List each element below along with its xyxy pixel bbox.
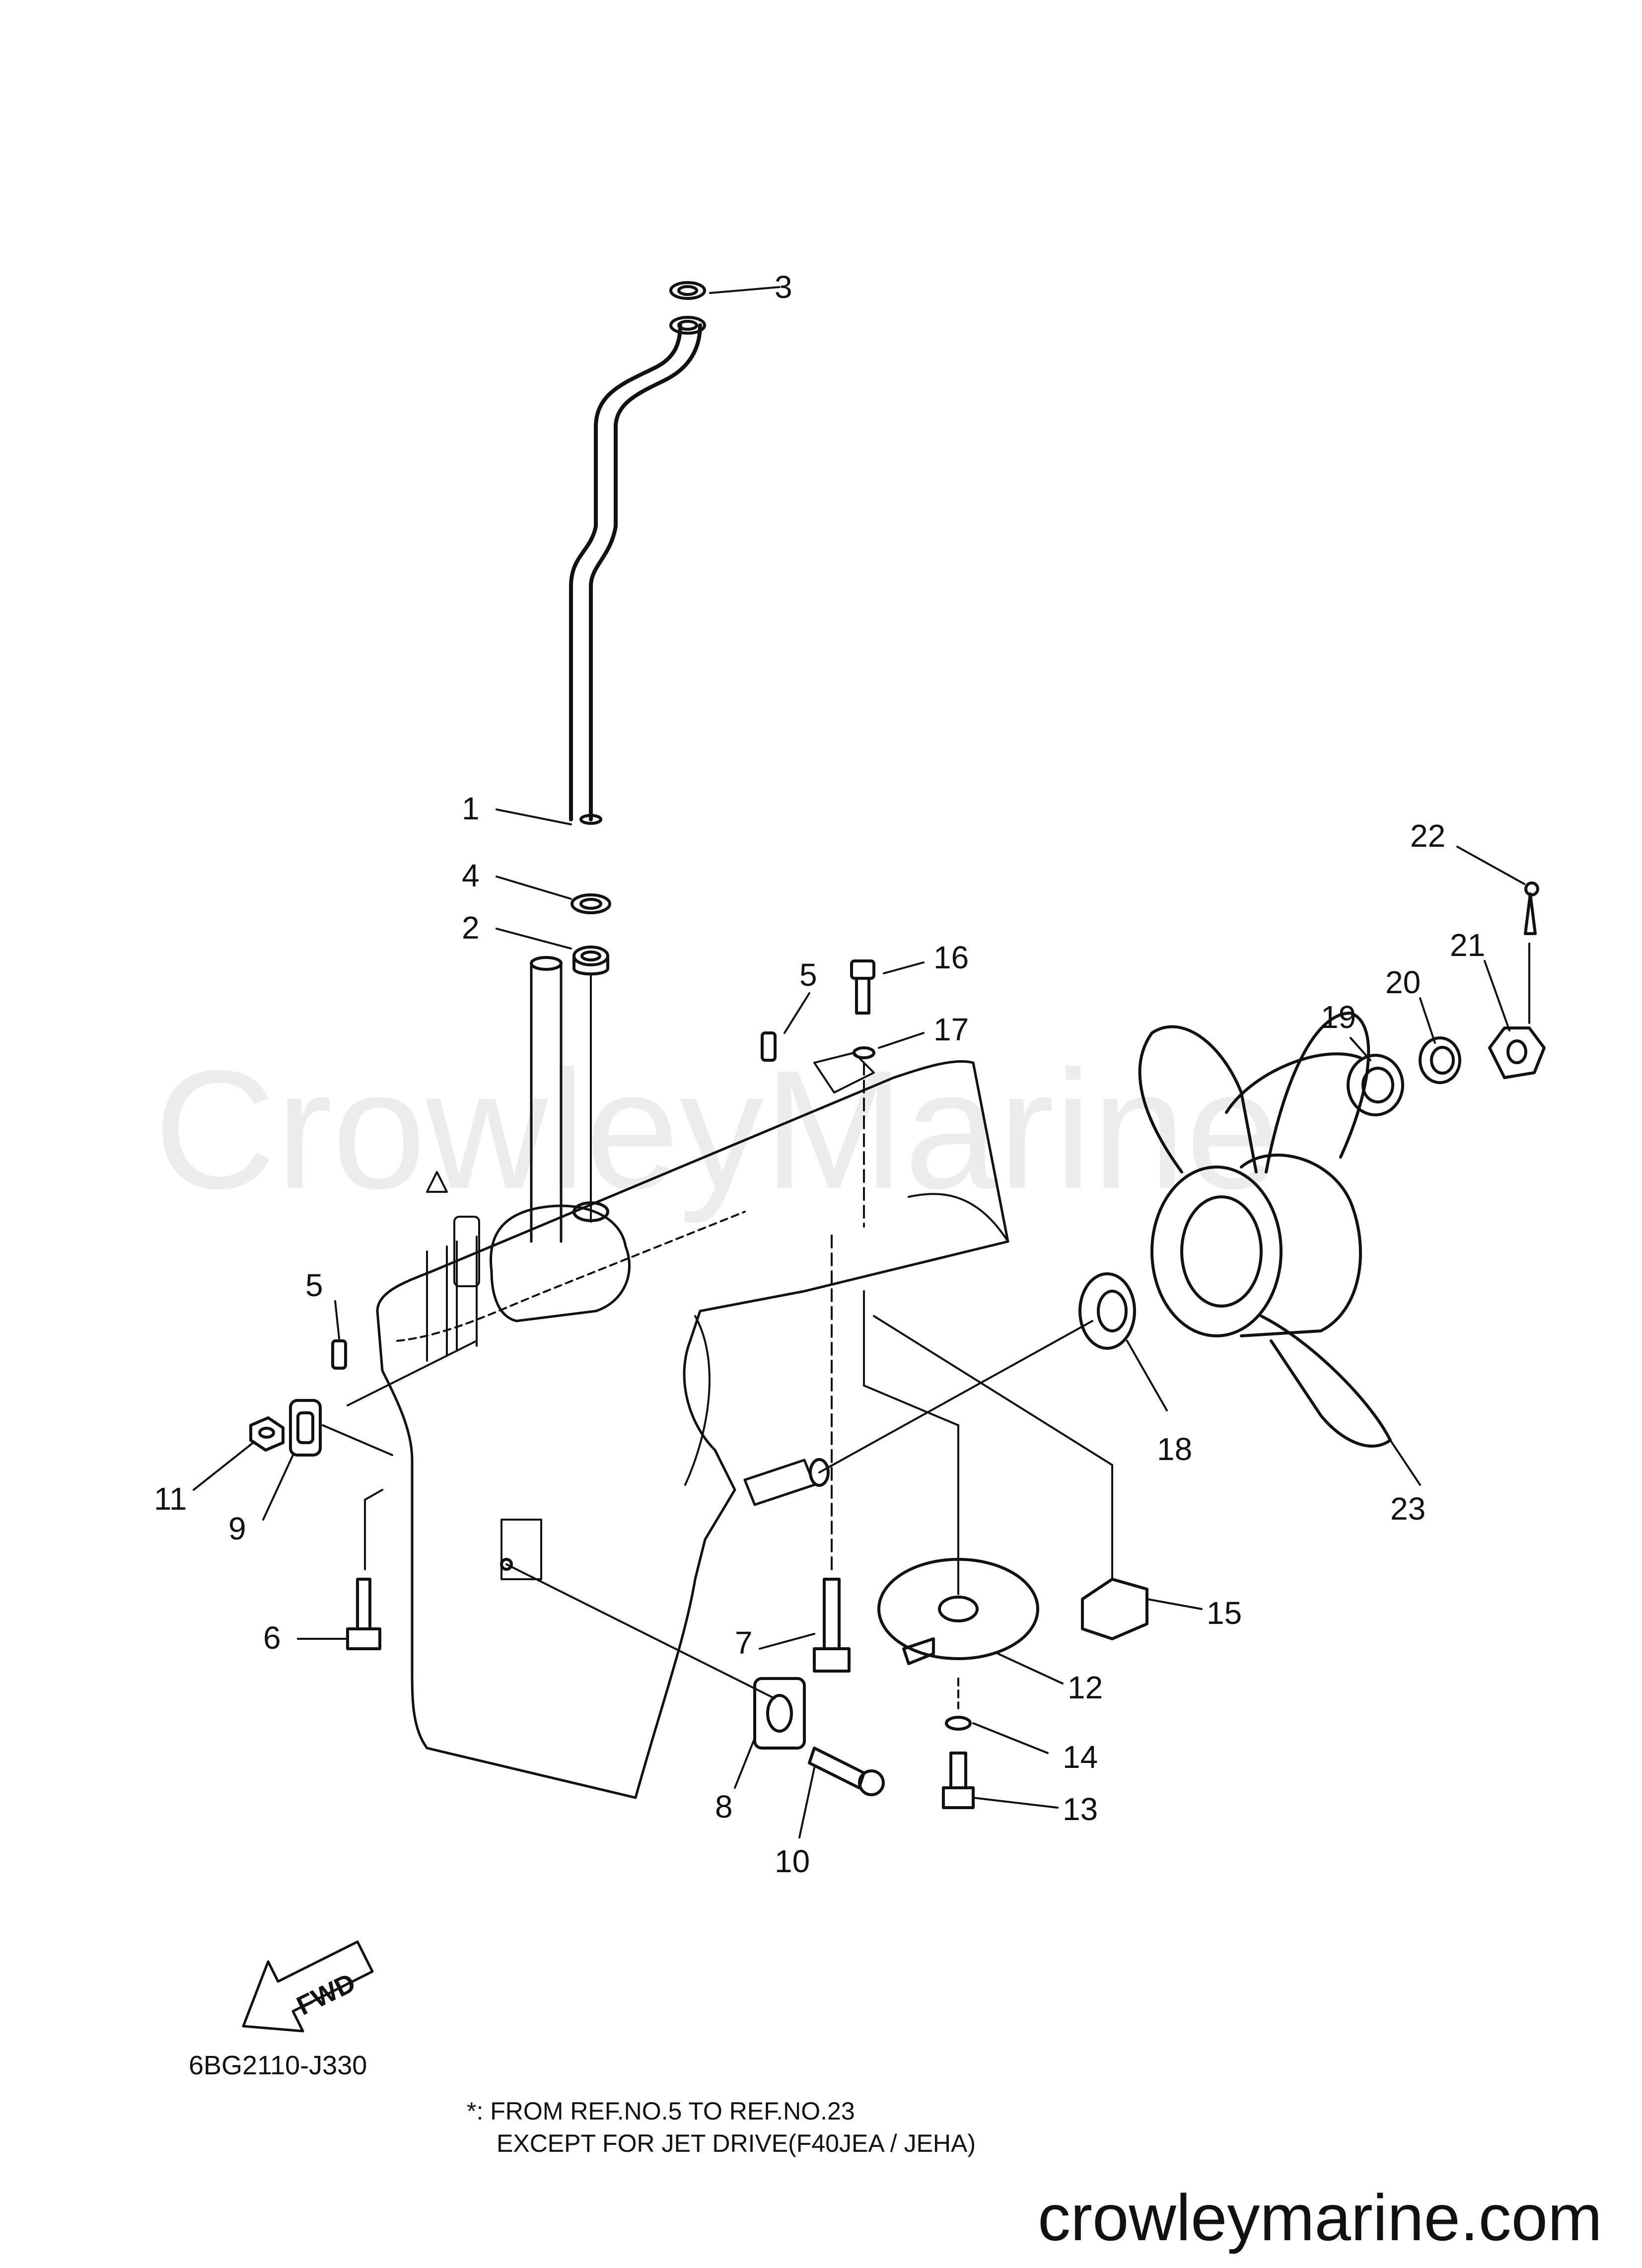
bolt-part-6 [346, 1489, 383, 1650]
dowel-pin-part [331, 1031, 777, 1370]
callout-20: 20 [1385, 964, 1421, 1000]
callout-9: 9 [228, 1511, 246, 1546]
propeller-part [1138, 1012, 1392, 1448]
callout-4: 4 [462, 858, 480, 893]
nut-part [249, 1399, 322, 1457]
callout-14: 14 [1063, 1739, 1098, 1775]
callout-10: 10 [775, 1843, 810, 1879]
bolt-part [850, 959, 875, 1228]
callout-23: 23 [1390, 1491, 1426, 1527]
trim-tab-part [863, 1290, 1039, 1665]
callout-11: 11 [154, 1481, 187, 1517]
callout-13: 13 [1063, 1791, 1098, 1827]
callout-labels: 1 2 3 4 5 5 6 7 8 9 10 11 12 13 14 15 16… [154, 269, 1485, 1879]
callout-2: 2 [462, 910, 480, 946]
washer-part [942, 1678, 975, 1809]
callout-22: 22 [1410, 818, 1445, 854]
callout-16: 16 [933, 940, 969, 975]
note-line-2: EXCEPT FOR JET DRIVE(F40JEA / JEHA) [497, 2129, 976, 2157]
callout-8: 8 [715, 1789, 733, 1825]
grommet-part [669, 281, 706, 335]
note-line-1: *: FROM REF.NO.5 TO REF.NO.23 [467, 2097, 855, 2125]
lower-casing-part [376, 956, 1009, 1799]
fwd-arrow-icon [242, 1940, 374, 2033]
water-tube-part [569, 323, 702, 825]
thrust-washer-part [818, 1272, 1136, 1473]
callout-3: 3 [775, 269, 792, 305]
plate-part [505, 1563, 885, 1796]
bolt-part-7 [813, 1231, 851, 1673]
callout-21: 21 [1450, 927, 1485, 963]
callout-7: 7 [735, 1625, 753, 1661]
fwd-label: FWD [292, 1968, 360, 2021]
callout-19: 19 [1321, 999, 1356, 1035]
callout-1: 1 [462, 791, 480, 826]
callout-17: 17 [933, 1012, 969, 1047]
watermark: CrowleyMarine [154, 1035, 1280, 1224]
callout-6: 6 [263, 1620, 281, 1656]
leader-lines [193, 286, 1525, 1838]
callout-5b: 5 [305, 1267, 323, 1303]
callout-18: 18 [1157, 1431, 1192, 1467]
callout-15: 15 [1207, 1595, 1242, 1631]
anode-part [873, 1315, 1148, 1640]
callout-12: 12 [1068, 1670, 1103, 1705]
callout-5a: 5 [799, 957, 817, 993]
site-link[interactable]: crowleymarine.com [1038, 2181, 1602, 2254]
seal-parts [571, 893, 611, 1223]
prop-hardware-parts [1347, 881, 1546, 1116]
diagram-code: 6BG2110-J330 [189, 2050, 367, 2080]
